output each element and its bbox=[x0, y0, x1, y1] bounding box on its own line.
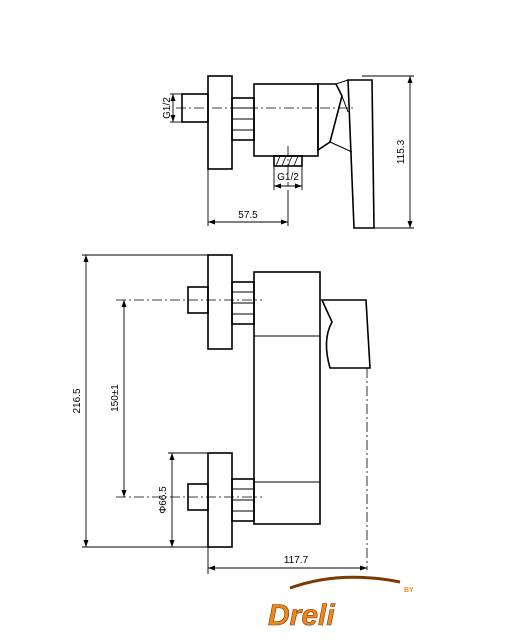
logo-swoosh bbox=[289, 575, 401, 590]
dim-thread-bottom: G1/2 bbox=[277, 172, 299, 183]
logo-by: BY bbox=[404, 587, 414, 594]
top-body bbox=[253, 83, 319, 157]
top-handle-neck bbox=[317, 83, 343, 152]
dim-spacing: 150±1 bbox=[110, 384, 121, 412]
dreli-logo: BY Dreli bbox=[268, 575, 414, 632]
lever-handle bbox=[320, 299, 371, 369]
dim-depth: 117.7 bbox=[284, 555, 309, 566]
dim-flange-diameter: Φ66.5 bbox=[158, 486, 169, 514]
top-handle bbox=[347, 79, 375, 229]
logo-brand: Dreli bbox=[268, 599, 335, 632]
mixer-body bbox=[253, 271, 321, 525]
upper-flange bbox=[207, 254, 233, 350]
side-view: 216.5 150±1 Φ66.5 117.7 bbox=[72, 254, 371, 574]
dim-total-height: 216.5 bbox=[72, 388, 83, 413]
dim-top-width: 57.5 bbox=[238, 210, 258, 221]
lower-flange bbox=[207, 452, 233, 548]
top-flange bbox=[207, 75, 233, 170]
dim-top-height: 115.3 bbox=[396, 139, 407, 164]
top-view: G1/2 G1/2 57.5 115.3 bbox=[162, 75, 414, 229]
dim-thread-top: G1/2 bbox=[162, 97, 173, 119]
